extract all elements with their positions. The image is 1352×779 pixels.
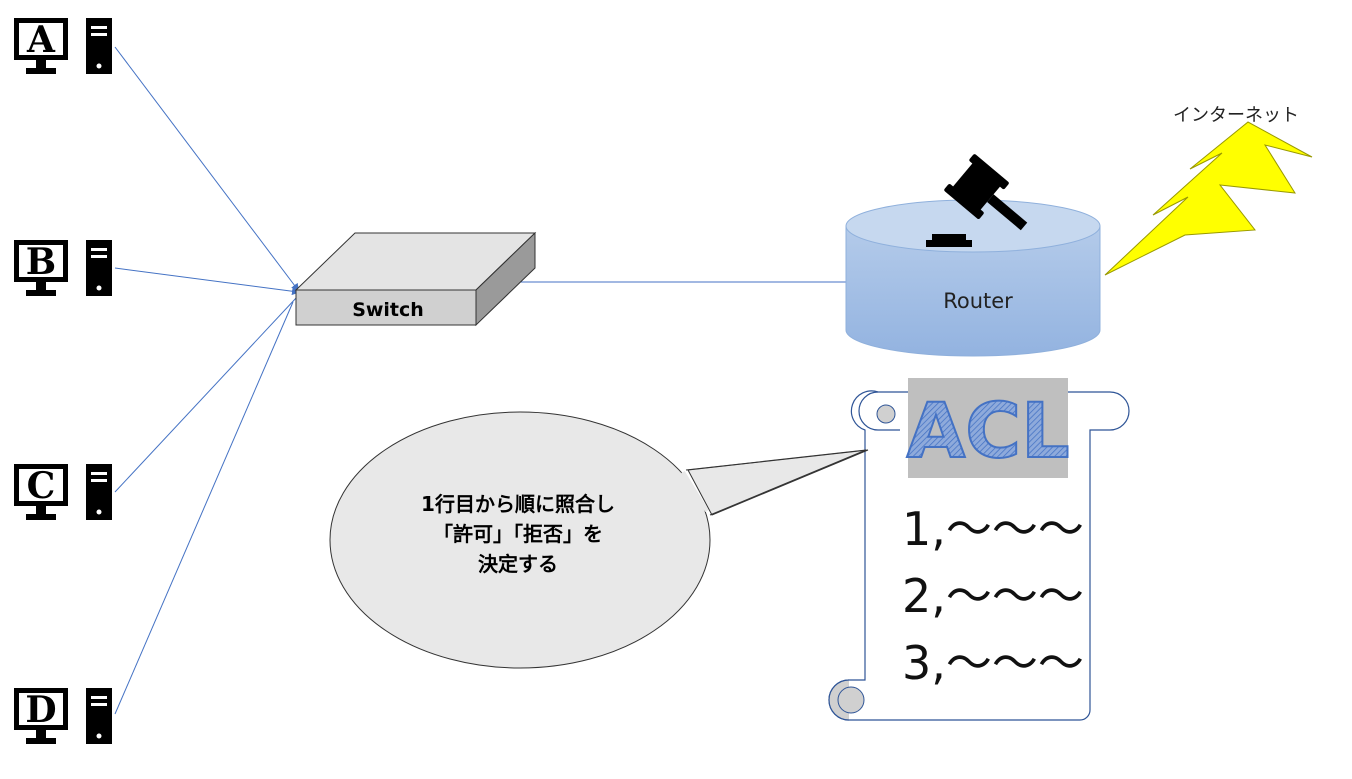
- router-label: Router: [943, 289, 1013, 313]
- acl-title: ACL: [906, 386, 1069, 475]
- callout-line-2: 「許可」「拒否」を: [433, 522, 603, 546]
- internet-label: インターネット: [1173, 105, 1299, 126]
- switch-device[interactable]: Switch: [294, 231, 537, 327]
- lightning-icon: [1104, 121, 1313, 276]
- pc-c-icon[interactable]: C: [14, 464, 112, 520]
- gavel-icon: [926, 154, 1028, 247]
- link-pc-b: [114, 267, 300, 296]
- callout-bubble: 1行目から順に照合し 「許可」「拒否」を 決定する: [329, 411, 869, 669]
- link-pc-c: [114, 296, 298, 493]
- router-device[interactable]: Router: [845, 199, 1101, 357]
- pc-a-icon[interactable]: A: [14, 18, 112, 74]
- pc-d-label: D: [25, 689, 56, 731]
- acl-scroll: ACL 1,～～～ 2,～～～ 3,～～～: [828, 378, 1130, 721]
- pc-c-label: C: [27, 465, 56, 507]
- pc-links: [114, 46, 300, 715]
- acl-rule-2: 2,～～～: [902, 569, 1084, 623]
- acl-rule-3: 3,～～～: [902, 636, 1084, 690]
- pc-d-icon[interactable]: D: [14, 688, 112, 744]
- switch-label: Switch: [352, 299, 424, 321]
- acl-rule-1: 1,～～～: [902, 502, 1084, 556]
- callout-line-1: 1行目から順に照合し: [421, 492, 615, 516]
- pc-b-label: B: [26, 241, 56, 283]
- callout-line-3: 決定する: [478, 552, 558, 576]
- link-pc-a: [114, 46, 300, 292]
- pc-a-label: A: [26, 19, 56, 61]
- pc-b-icon[interactable]: B: [14, 240, 112, 296]
- link-pc-d: [114, 301, 294, 715]
